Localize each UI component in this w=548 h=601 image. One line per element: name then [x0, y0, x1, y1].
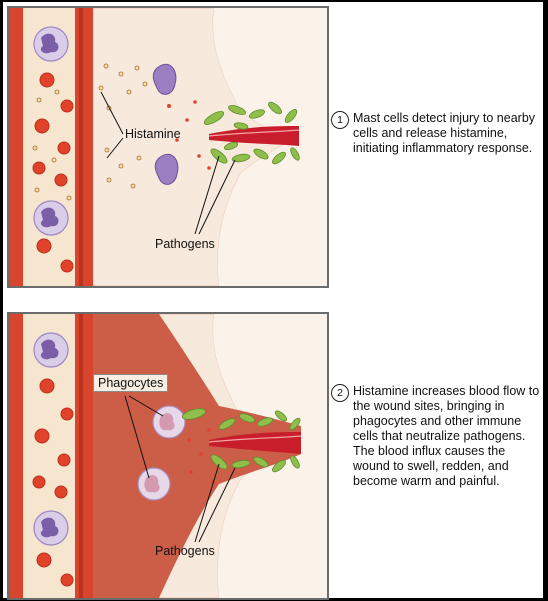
leukocyte	[33, 200, 69, 236]
blood-drops	[167, 100, 211, 170]
red-blood-cells	[32, 378, 74, 587]
pathogens	[203, 101, 300, 165]
panel-phagocyte-response: Phagocytes Pathogens	[7, 312, 329, 600]
step-2-text: Histamine increases blood flow to the wo…	[353, 384, 540, 488]
leader-lines	[100, 91, 236, 235]
mast-cell	[152, 63, 177, 95]
histamine-label: Histamine	[125, 127, 181, 141]
pathogens-label: Pathogens	[155, 237, 215, 251]
mast-cell	[154, 153, 179, 185]
red-blood-cells	[32, 72, 74, 273]
step-number-badge: 1	[331, 111, 349, 129]
panel-histamine-release: Histamine Pathogens	[7, 6, 329, 288]
pathogens-label: Pathogens	[155, 544, 215, 558]
vessel-wall-right	[75, 8, 93, 286]
figure-frame: Histamine Pathogens	[3, 2, 543, 600]
panel1-illustration	[9, 8, 327, 286]
phagocytes-label: Phagocytes	[93, 374, 169, 392]
step-1-text: Mast cells detect injury to nearby cells…	[353, 111, 536, 155]
pathogens	[210, 410, 301, 473]
leukocyte	[33, 510, 69, 546]
vessel-wall-right	[75, 314, 93, 598]
vessel-wall-left	[9, 8, 23, 286]
leukocyte	[33, 332, 69, 368]
leader-lines	[124, 395, 236, 543]
phagocyte	[137, 467, 171, 501]
vessel-wall-left	[9, 314, 23, 598]
phagocyte	[152, 405, 207, 439]
skin-surface	[213, 314, 327, 598]
step-number-badge: 2	[331, 384, 349, 402]
leukocyte	[33, 26, 69, 62]
histamine-granules	[32, 63, 148, 201]
skin-surface	[213, 8, 327, 286]
